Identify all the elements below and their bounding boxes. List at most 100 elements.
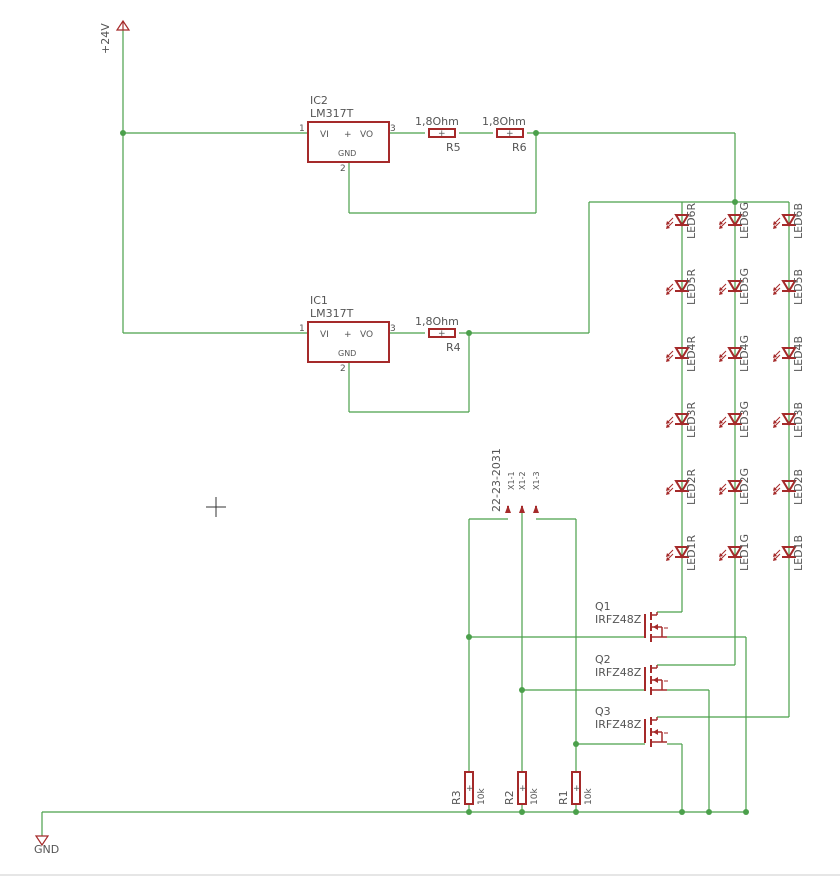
ic2-pin3: 3 bbox=[390, 124, 396, 134]
svg-text:X1-2: X1-2 bbox=[518, 471, 527, 490]
led-led1r: LED1R bbox=[666, 534, 698, 571]
led-label: LED1G bbox=[738, 534, 751, 571]
junctions bbox=[120, 130, 749, 815]
ic2-pin-gnd: GND bbox=[338, 149, 356, 158]
ground-symbol: GND bbox=[34, 835, 59, 856]
svg-text:R3: R3 bbox=[450, 790, 463, 805]
regulator-ic2: IC2 LM317T VI + VO GND 1 3 2 bbox=[299, 94, 396, 174]
led-led5b: LED5B bbox=[773, 269, 805, 305]
ic1-value: LM317T bbox=[310, 307, 354, 320]
ic1-pin-gnd: GND bbox=[338, 349, 356, 358]
resistor-r6: + 1,8Ohm R6 bbox=[482, 115, 527, 154]
ic1-name: IC1 bbox=[310, 294, 328, 307]
led-led5r: LED5R bbox=[666, 268, 698, 305]
svg-text:+: + bbox=[466, 784, 474, 794]
led-led2g: LED2G bbox=[719, 468, 751, 505]
svg-text:R2: R2 bbox=[503, 790, 516, 805]
ic1-pin2: 2 bbox=[340, 364, 346, 374]
supply-label: +24V bbox=[99, 23, 112, 54]
svg-text:1,8Ohm: 1,8Ohm bbox=[415, 315, 459, 328]
led-label: LED2B bbox=[792, 469, 805, 505]
wires bbox=[41, 30, 790, 836]
led-led4b: LED4B bbox=[773, 336, 805, 372]
ic1-pin-vi: VI bbox=[320, 330, 329, 340]
mosfet-value: IRFZ48Z bbox=[595, 613, 642, 626]
svg-text:X1-3: X1-3 bbox=[532, 471, 541, 490]
led-led3b: LED3B bbox=[773, 402, 805, 438]
ic1-pin-vo: VO bbox=[360, 330, 373, 340]
led-led1b: LED1B bbox=[773, 535, 805, 571]
led-label: LED1B bbox=[792, 535, 805, 571]
svg-text:R6: R6 bbox=[512, 141, 527, 154]
led-led5g: LED5G bbox=[719, 268, 751, 305]
svg-text:+: + bbox=[344, 330, 352, 340]
led-label: LED3B bbox=[792, 402, 805, 438]
ic2-pin-vi: VI bbox=[320, 130, 329, 140]
led-led1g: LED1G bbox=[719, 534, 751, 571]
svg-text:10k: 10k bbox=[530, 788, 540, 805]
resistor-r2: + R2 10k bbox=[503, 771, 540, 805]
regulator-ic1: IC1 LM317T VI + VO GND 1 3 2 bbox=[299, 294, 396, 374]
svg-text:R1: R1 bbox=[557, 790, 570, 805]
led-matrix: LED6R LED5R LED4R LED3R LED2R LED1R LED6G LED5G… bbox=[666, 202, 805, 571]
led-led2b: LED2B bbox=[773, 469, 805, 505]
ic2-value: LM317T bbox=[310, 107, 354, 120]
svg-text:+: + bbox=[438, 329, 446, 339]
led-led6b: LED6B bbox=[773, 203, 805, 239]
svg-text:R5: R5 bbox=[446, 141, 461, 154]
led-label: LED6B bbox=[792, 203, 805, 239]
svg-text:10k: 10k bbox=[477, 788, 487, 805]
svg-text:1,8Ohm: 1,8Ohm bbox=[482, 115, 526, 128]
led-label: LED6R bbox=[685, 202, 698, 239]
resistor-r3: + R3 10k bbox=[450, 771, 487, 805]
led-label: LED3R bbox=[685, 401, 698, 438]
led-led2r: LED2R bbox=[666, 468, 698, 505]
ground-label: GND bbox=[34, 843, 59, 856]
svg-text:10k: 10k bbox=[584, 788, 594, 805]
svg-text:R4: R4 bbox=[446, 341, 461, 354]
connector-x1: 22-23-2031 X1-1 X1-2 X1-3 bbox=[490, 448, 541, 513]
led-label: LED2G bbox=[738, 468, 751, 505]
crosshair-cursor bbox=[206, 497, 226, 517]
svg-text:X1-1: X1-1 bbox=[507, 471, 516, 490]
led-label: LED4B bbox=[792, 336, 805, 372]
resistor-r5: + 1,8Ohm R5 bbox=[415, 115, 461, 154]
led-label: LED5B bbox=[792, 269, 805, 305]
mosfet-value: IRFZ48Z bbox=[595, 666, 642, 679]
mosfet-name: Q2 bbox=[595, 653, 611, 666]
ic2-pin-vo: VO bbox=[360, 130, 373, 140]
led-led4g: LED4G bbox=[719, 335, 751, 372]
led-label: LED1R bbox=[685, 534, 698, 571]
led-label: LED4R bbox=[685, 335, 698, 372]
led-label: LED4G bbox=[738, 335, 751, 372]
svg-text:+: + bbox=[344, 130, 352, 140]
led-led6g: LED6G bbox=[719, 202, 751, 239]
supply-symbol: +24V bbox=[99, 19, 131, 54]
led-label: LED5G bbox=[738, 268, 751, 305]
led-label: LED3G bbox=[738, 401, 751, 438]
ic1-pin1: 1 bbox=[299, 324, 305, 334]
connector-part: 22-23-2031 bbox=[490, 448, 503, 512]
led-label: LED2R bbox=[685, 468, 698, 505]
led-label: LED5R bbox=[685, 268, 698, 305]
svg-text:+: + bbox=[519, 784, 527, 794]
ic1-pin3: 3 bbox=[390, 324, 396, 334]
resistor-r4: + 1,8Ohm R4 bbox=[415, 315, 461, 354]
ic2-name: IC2 bbox=[310, 94, 328, 107]
mosfet-name: Q3 bbox=[595, 705, 611, 718]
ic2-pin2: 2 bbox=[340, 164, 346, 174]
mosfet-value: IRFZ48Z bbox=[595, 718, 642, 731]
mosfet-name: Q1 bbox=[595, 600, 611, 613]
ic2-pin1: 1 bbox=[299, 124, 305, 134]
svg-text:+: + bbox=[573, 784, 581, 794]
svg-text:1,8Ohm: 1,8Ohm bbox=[415, 115, 459, 128]
led-led4r: LED4R bbox=[666, 335, 698, 372]
svg-text:+: + bbox=[438, 129, 446, 139]
led-label: LED6G bbox=[738, 202, 751, 239]
svg-text:+: + bbox=[506, 129, 514, 139]
